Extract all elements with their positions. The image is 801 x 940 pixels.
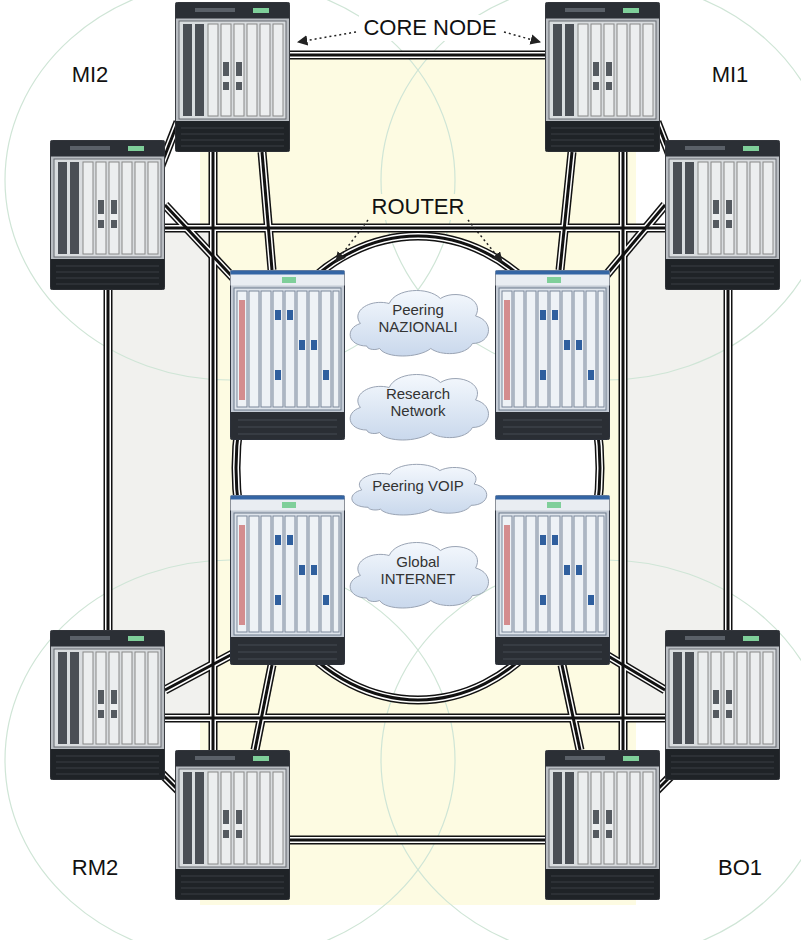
site-label: MI1 <box>708 62 753 88</box>
cloud-node: Research Network <box>338 365 498 440</box>
core-node-chassis <box>51 3 780 900</box>
cloud-label: Peering VOIP <box>372 477 464 494</box>
cloud-label: Global INTERNET <box>370 553 466 588</box>
site-label: BO1 <box>714 855 766 881</box>
site-label: ROUTER <box>368 194 469 220</box>
site-outline <box>5 0 801 940</box>
site-label: MI2 <box>68 62 113 88</box>
site-label: RM2 <box>68 855 122 881</box>
site-label: CORE NODE <box>359 15 500 41</box>
cloud-label: Research Network <box>370 385 466 420</box>
cloud-label: Peering NAZIONALI <box>370 301 466 336</box>
cloud-node: Peering NAZIONALI <box>338 281 498 356</box>
cloud-node: Global INTERNET <box>338 533 498 608</box>
leader-arrow <box>298 32 540 262</box>
cloud-node: Peering VOIP <box>340 457 496 515</box>
router-chassis <box>231 271 610 665</box>
link-gap <box>108 55 728 840</box>
link-outer <box>108 55 728 840</box>
link-core <box>108 55 728 840</box>
